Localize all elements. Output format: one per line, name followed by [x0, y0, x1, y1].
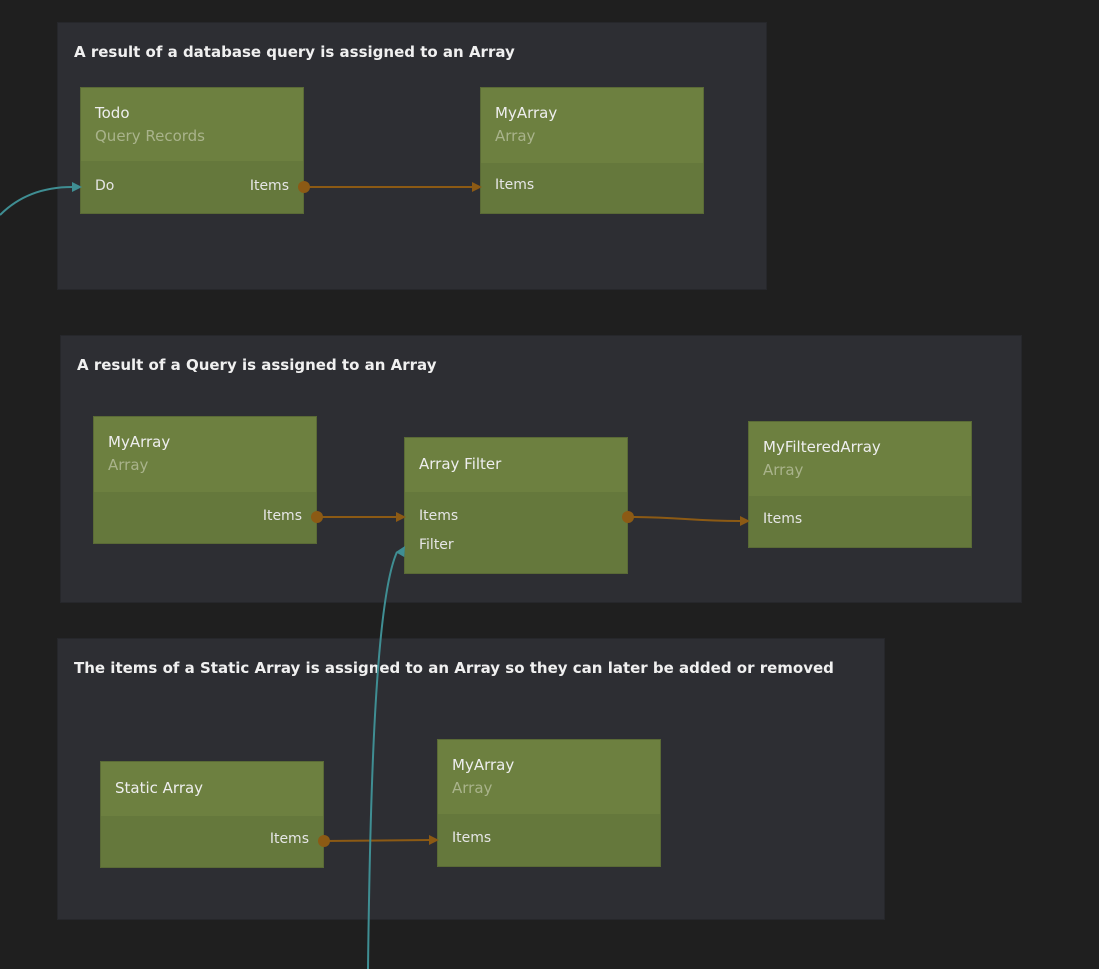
node-subtitle: Array [452, 779, 493, 797]
node-header [405, 438, 627, 492]
node-title: MyArray [108, 433, 171, 451]
panel-title: A result of a database query is assigned… [74, 43, 515, 61]
output-port-items[interactable]: Items [249, 178, 289, 194]
node-header [481, 88, 703, 163]
node-subtitle: Query Records [95, 127, 205, 145]
node-header [94, 417, 316, 492]
node-header [749, 422, 971, 496]
panel-title: A result of a Query is assigned to an Ar… [77, 356, 437, 374]
input-port-items[interactable]: Items [763, 511, 803, 527]
node-title: MyFilteredArray [763, 438, 881, 456]
input-port-items[interactable]: Items [419, 508, 459, 524]
output-port-items[interactable]: Items [262, 508, 302, 524]
node-title: MyArray [452, 756, 515, 774]
node-subtitle: Array [495, 127, 536, 145]
node-title: MyArray [495, 104, 558, 122]
node-header [81, 88, 303, 161]
node-subtitle: Array [763, 461, 804, 479]
node-title: Todo [95, 104, 130, 122]
node-header [101, 762, 323, 816]
input-port-items[interactable]: Items [452, 830, 492, 846]
node-title: Static Array [115, 779, 204, 797]
panel-title: The items of a Static Array is assigned … [74, 659, 834, 677]
output-port-items[interactable]: Items [269, 831, 309, 847]
input-port-filter[interactable]: Filter [419, 537, 454, 553]
node-title: Array Filter [419, 455, 502, 473]
input-port-items[interactable]: Items [495, 177, 535, 193]
node-header [438, 740, 660, 814]
node-subtitle: Array [108, 456, 149, 474]
input-port-do[interactable]: Do [95, 178, 115, 194]
